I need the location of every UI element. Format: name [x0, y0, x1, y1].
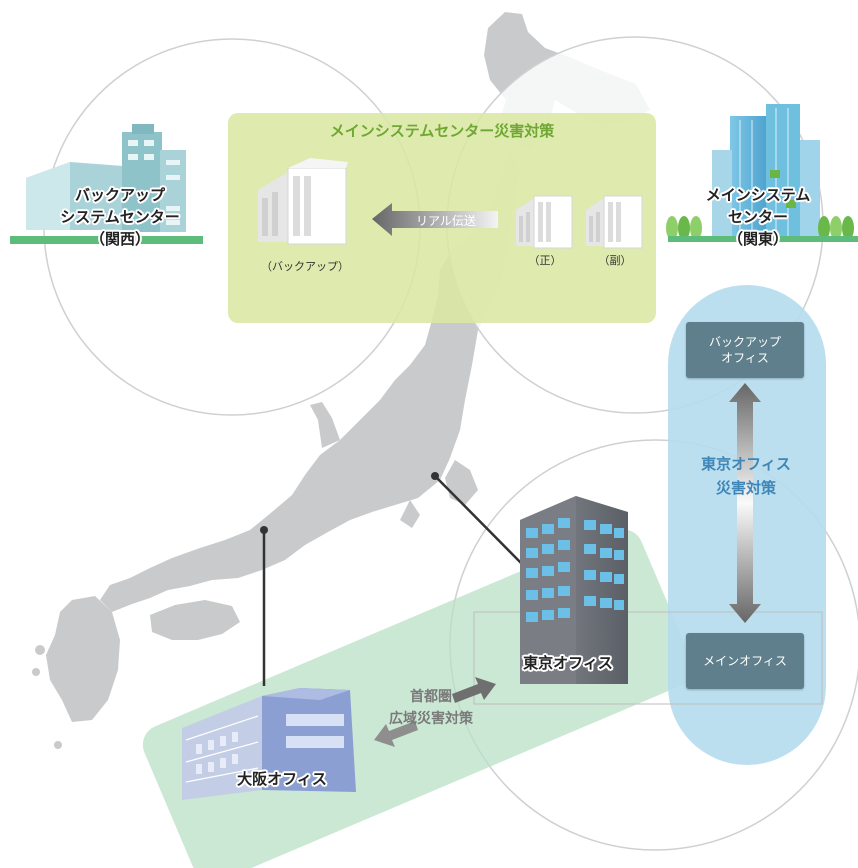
- osaka-office-label: 大阪オフィス: [237, 770, 327, 788]
- main-office-box: メインオフィス: [686, 633, 804, 689]
- tokyo-pin: [431, 472, 439, 480]
- tokyo-dr-line2: 災害対策: [715, 479, 776, 497]
- tokyo-office-frame: [473, 611, 823, 705]
- transfer-arrow-icon: [372, 203, 498, 236]
- tokyo-dr-title: 東京オフィス 災害対策: [672, 452, 820, 500]
- backup-office-line2: オフィス: [721, 351, 769, 365]
- osaka-office-building-icon: [182, 688, 356, 800]
- location-pins: [262, 475, 525, 686]
- main-center-line1: メインシステム: [705, 186, 811, 204]
- primary-server-icon: [516, 195, 573, 249]
- metro-dr-label: 首都圏 広域災害対策: [368, 686, 494, 730]
- office-sync-arrow-icon: [729, 383, 761, 623]
- main-dr-title: メインシステムセンター災害対策: [329, 122, 555, 140]
- metro-dr-line2: 広域災害対策: [389, 711, 473, 727]
- primary-server-label: （正）: [528, 254, 562, 267]
- main-center-line3: （関東）: [727, 230, 788, 248]
- metro-arrow-left-icon: [374, 721, 418, 747]
- tokyo-office-building-icon: [520, 496, 628, 684]
- main-center-line2: センター: [727, 208, 788, 226]
- backup-office-box: バックアップ オフィス: [686, 322, 804, 378]
- secondary-server-label: （副）: [598, 254, 632, 267]
- transfer-label: リアル伝送: [416, 214, 476, 228]
- secondary-server-icon: [586, 195, 643, 249]
- backup-center-line1: バックアップ: [74, 186, 165, 204]
- kansai-datacenter-icon: [10, 124, 203, 244]
- tokyo-office-label: 東京オフィス: [523, 654, 613, 672]
- metro-dr-line1: 首都圏: [410, 689, 452, 705]
- backup-center-line2: システムセンター: [60, 208, 180, 226]
- backup-office-line1: バックアップ: [708, 335, 781, 349]
- kanto-datacenter-icon: [666, 104, 858, 242]
- metro-arrow-right-icon: [452, 677, 496, 703]
- main-center-label: メインシステム センター （関東）: [688, 184, 828, 250]
- osaka-pin: [260, 526, 268, 534]
- backup-server-label: （バックアップ）: [261, 260, 349, 273]
- backup-center-line3: （関西）: [89, 230, 150, 248]
- backup-server-icon: [258, 158, 348, 245]
- tokyo-dr-line1: 東京オフィス: [701, 455, 791, 473]
- backup-center-label: バックアップ システムセンター （関西）: [40, 184, 200, 250]
